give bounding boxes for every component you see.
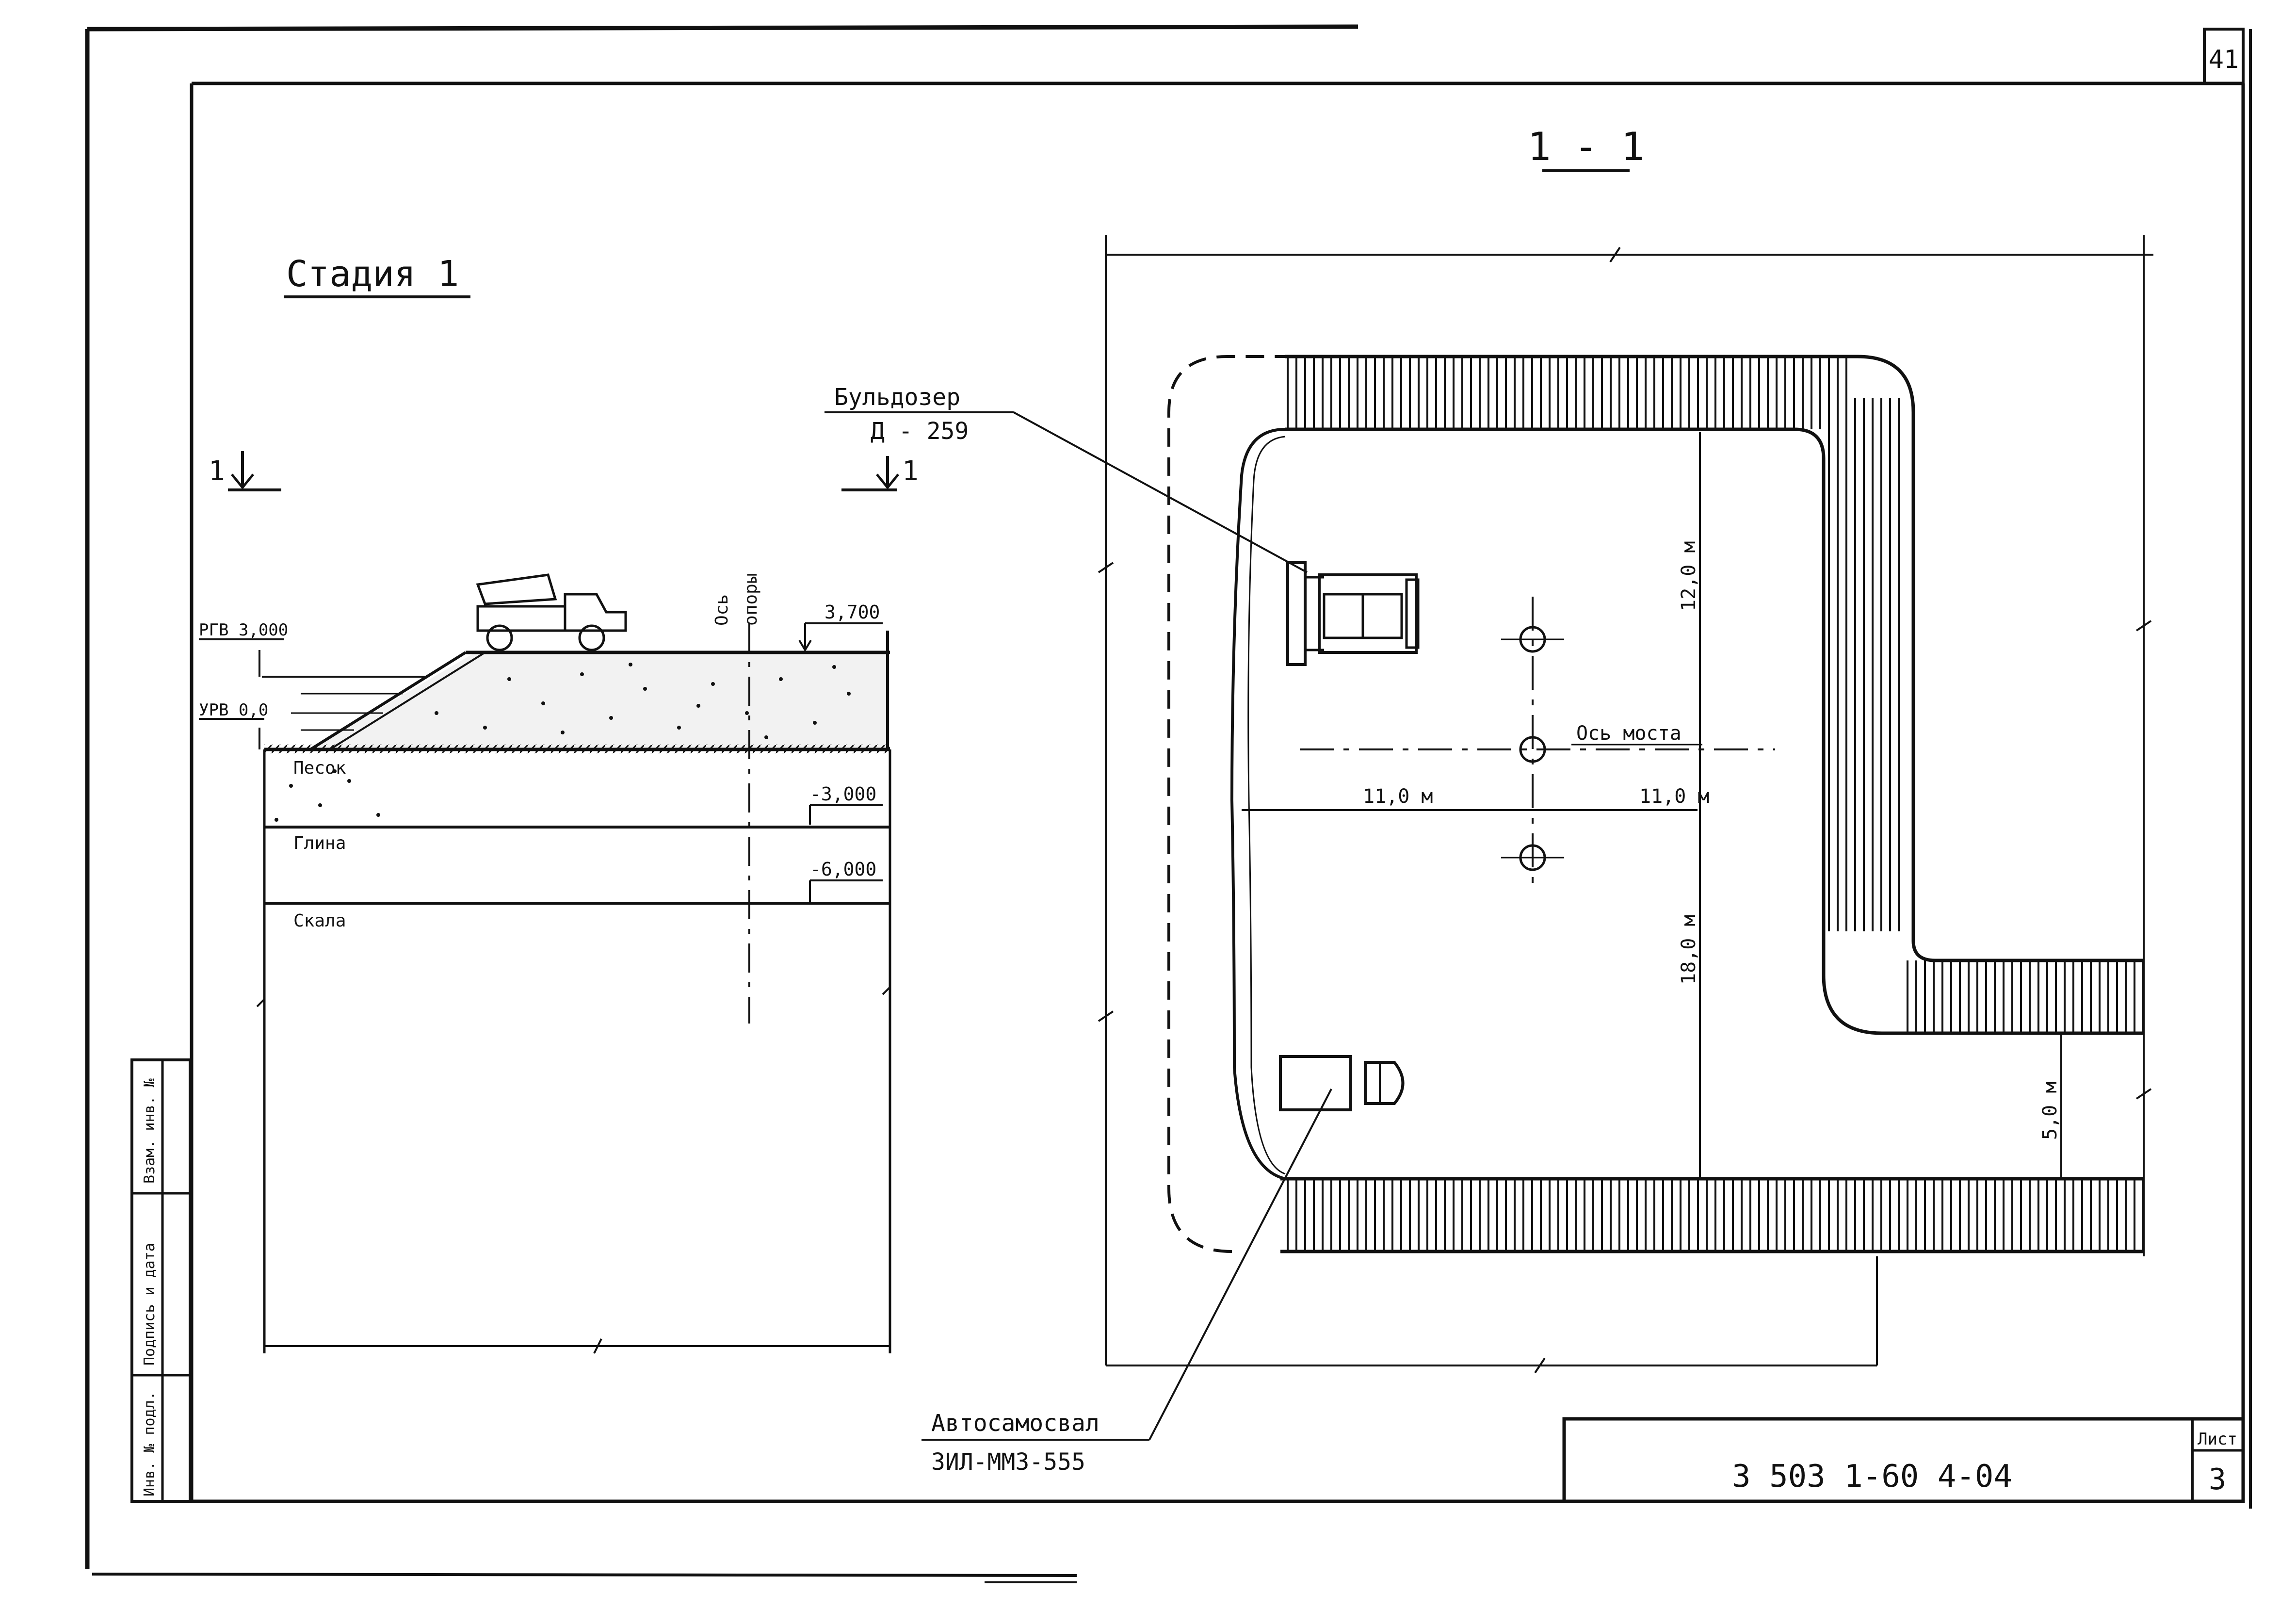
svg-text:-6,000: -6,000: [810, 859, 876, 880]
svg-text:УРВ 0,0: УРВ 0,0: [199, 700, 268, 720]
section-marker-right: 1: [841, 455, 919, 491]
svg-text:1: 1: [209, 455, 225, 487]
svg-text:ЗИЛ-ММЗ-555: ЗИЛ-ММЗ-555: [931, 1448, 1085, 1476]
stage-1-drawing: Стадия 1 1 1: [199, 253, 919, 1354]
layer-clay: Глина: [293, 833, 346, 853]
water-lines: [262, 676, 427, 731]
stamp-vzam-inv: Взам. инв. №: [141, 1078, 158, 1184]
pile-markers: [1501, 626, 1564, 871]
sheet-pile-walls: [1280, 355, 2144, 1253]
svg-text:-3,000: -3,000: [810, 783, 876, 805]
elevation-minus3: -3,000: [809, 783, 883, 825]
dump-truck-side-view: [476, 573, 627, 651]
layer-sand: Песок: [293, 758, 346, 778]
elevation-top: 3,700: [798, 601, 883, 652]
top-sheet-number: 41: [2209, 45, 2239, 74]
svg-text:Бульдозер: Бульдозер: [834, 384, 960, 411]
side-stamp: Взам. инв. № Подпись и дата Инв. № подл.: [130, 1058, 192, 1503]
sheet-label: Лист: [2198, 1430, 2237, 1449]
stage-title: Стадия 1: [286, 253, 459, 295]
sheet-value: 3: [2209, 1463, 2226, 1496]
svg-text:3,700: 3,700: [825, 601, 880, 623]
top-sheet-number-box: 41: [2203, 28, 2245, 85]
plan-1-1-drawing: 1 - 1 Ось моста: [825, 124, 2153, 1476]
elevation-rgv: РГВ 3,000: [199, 620, 288, 677]
svg-text:Д - 259: Д - 259: [871, 418, 969, 445]
axis-bridge-label: Ось моста: [1576, 722, 1682, 745]
elevation-urv: УРВ 0,0: [199, 700, 268, 749]
outer-frame: [85, 24, 2252, 1583]
section-title: 1 - 1: [1528, 124, 1645, 169]
dim-12: 12,0 м: [1678, 541, 1700, 612]
bulldozer-plan-view: [1286, 561, 1420, 666]
truck-callout: Автосамосвал ЗИЛ-ММЗ-555: [922, 1089, 1332, 1476]
elevation-minus6: -6,000: [809, 859, 883, 902]
svg-text:Автосамосвал: Автосамосвал: [931, 1410, 1099, 1437]
embankment-fill: [310, 652, 888, 749]
axis-support-label-2: опоры: [741, 573, 761, 626]
document-code: 3 503 1-60 4-04: [1732, 1459, 2012, 1495]
dim-5: 5,0 м: [2039, 1082, 2061, 1140]
berm-outline: [1230, 428, 1286, 1180]
layer-rock: Скала: [293, 911, 346, 931]
sand-dots: [275, 769, 380, 822]
section-marker-left: 1: [209, 451, 281, 491]
cofferdam-dashed-outline: [1167, 355, 1915, 1253]
bulldozer-callout: Бульдозер Д - 259: [825, 384, 1308, 573]
fill-dots: [435, 663, 851, 739]
stamp-podpis-data: Подпись и дата: [141, 1243, 158, 1365]
inner-frame: [190, 81, 2245, 1503]
dim-18: 18,0 м: [1678, 915, 1700, 985]
svg-text:РГВ 3,000: РГВ 3,000: [199, 620, 288, 640]
dump-truck-plan-view: [1279, 1055, 1405, 1111]
axis-support-label-1: Ось: [712, 594, 732, 626]
stamp-inv-podl: Инв. № подл.: [141, 1391, 158, 1496]
title-block: 3 503 1-60 4-04 Лист 3: [1562, 1417, 2245, 1503]
dim-11-left: 11,0 м: [1363, 785, 1433, 808]
dim-11-right: 11,0 м: [1639, 785, 1710, 808]
svg-text:1: 1: [902, 455, 919, 487]
